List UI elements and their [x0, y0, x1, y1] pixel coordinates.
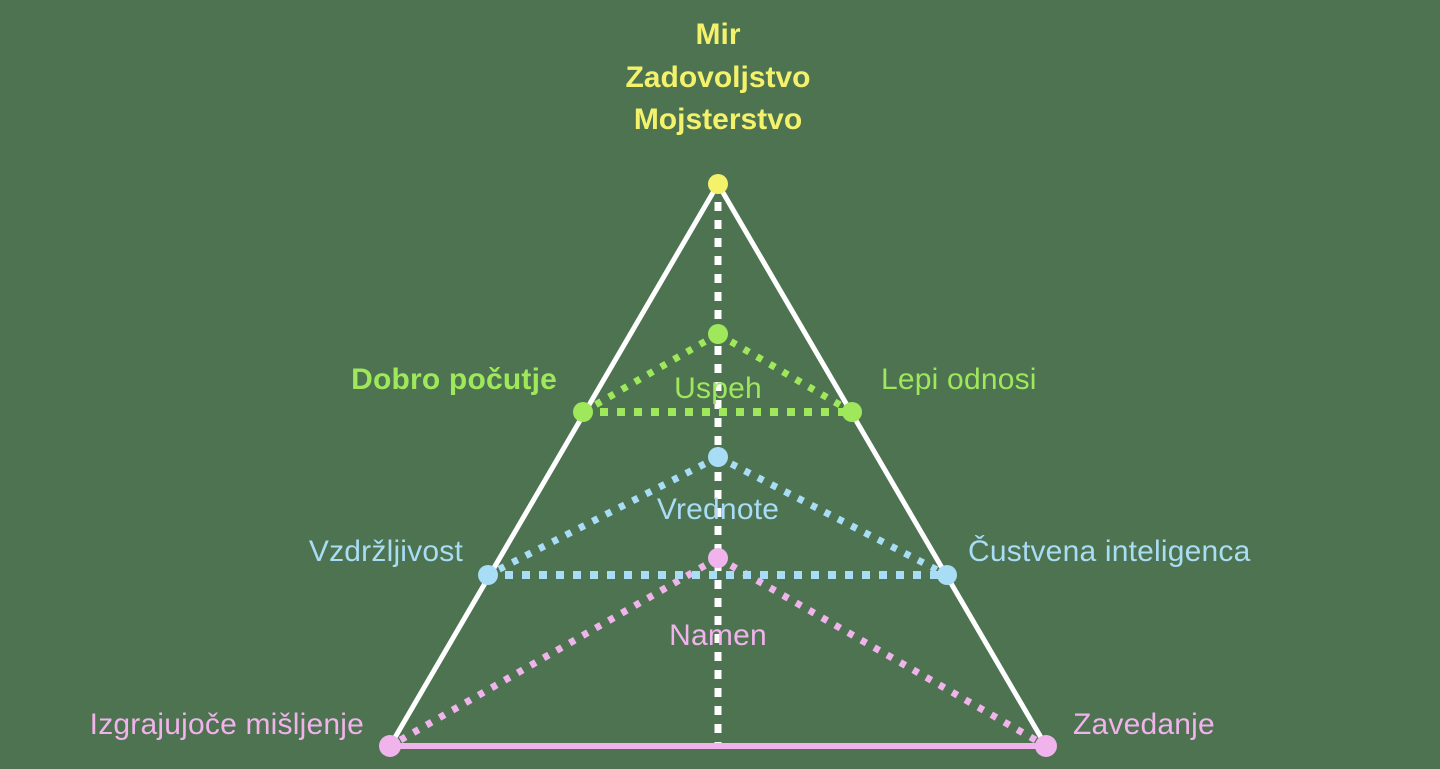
apex-label-mir: Mir — [695, 18, 741, 51]
node-apex-yellow[interactable] — [708, 174, 728, 194]
label-izgrajujoce-misljenje: Izgrajujoče mišljenje — [89, 708, 364, 741]
node-values-left[interactable] — [478, 565, 498, 585]
values-right-diagonal — [716, 453, 949, 579]
purpose-right-diagonal — [716, 554, 1048, 750]
label-lepi-odnosi: Lepi odnosi — [881, 363, 1037, 396]
node-success-right[interactable] — [842, 402, 862, 422]
node-values-right[interactable] — [937, 565, 957, 585]
success-left-diagonal — [581, 330, 720, 416]
apex-outcome-labels: Mir Zadovoljstvo Mojsterstvo — [625, 14, 810, 142]
values-left-diagonal — [486, 453, 720, 579]
apex-label-zadovoljstvo: Zadovoljstvo — [625, 60, 811, 94]
triangle-right-edge — [715, 181, 1049, 749]
label-vrednote: Vrednote — [656, 493, 780, 526]
node-success-center[interactable] — [708, 324, 728, 344]
purpose-left-diagonal — [388, 554, 720, 750]
node-purpose-right[interactable] — [1035, 735, 1057, 757]
label-custvena-inteligenca: Čustvena inteligenca — [968, 535, 1251, 568]
node-purpose-left[interactable] — [379, 735, 401, 757]
success-right-diagonal — [716, 330, 854, 416]
node-success-left[interactable] — [573, 402, 593, 422]
label-uspeh: Uspeh — [674, 372, 762, 405]
triangle-left-edge — [387, 181, 721, 749]
label-namen: Namen — [669, 619, 767, 652]
label-dobro-pocutje: Dobro počutje — [351, 363, 557, 396]
label-vzdrzljivost: Vzdržljivost — [308, 535, 463, 568]
node-values-center[interactable] — [708, 447, 728, 467]
node-purpose-center[interactable] — [708, 548, 728, 568]
apex-label-mojsterstvo: Mojsterstvo — [633, 103, 803, 137]
label-zavedanje: Zavedanje — [1073, 708, 1215, 741]
